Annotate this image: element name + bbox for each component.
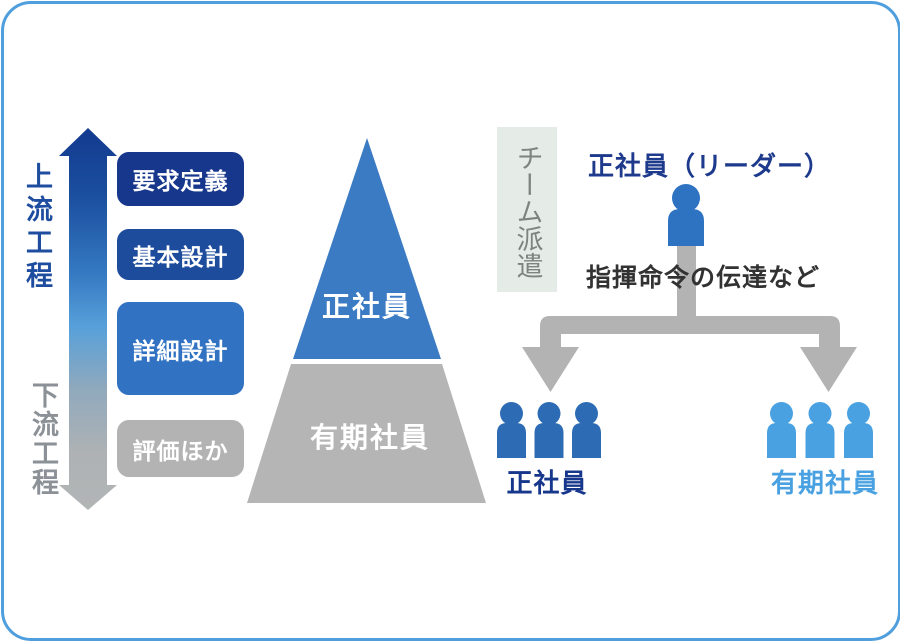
fixed-term-group-label: 有期社員 bbox=[770, 468, 879, 498]
stage-label: 基本設計 bbox=[132, 243, 229, 270]
stage-label: 詳細設計 bbox=[132, 337, 229, 364]
leader-person-icon bbox=[668, 184, 704, 246]
regular-employees-group-icon bbox=[497, 402, 601, 458]
pyramid-lower-section bbox=[247, 364, 486, 503]
staffing-pyramid bbox=[247, 138, 486, 503]
upstream-downstream-arrow bbox=[59, 128, 117, 510]
command-label: 指揮命令の伝達など bbox=[586, 264, 821, 292]
command-branch bbox=[522, 184, 857, 392]
downstream-label: 下流工程 bbox=[28, 381, 58, 497]
team-dispatch-banner: チーム派遣 bbox=[497, 127, 557, 292]
pyramid-upper-section bbox=[293, 138, 441, 359]
stage-requirements-box: 要求定義 bbox=[117, 152, 244, 206]
stage-label: 評価ほか bbox=[132, 437, 229, 464]
leader-heading: 正社員（リーダー） bbox=[588, 151, 832, 181]
upstream-label: 上流工程 bbox=[22, 162, 52, 294]
person-icon bbox=[767, 402, 796, 458]
person-icon bbox=[534, 402, 564, 458]
stage-evaluation-box: 評価ほか bbox=[117, 420, 244, 477]
pyramid-lower-label: 有期社員 bbox=[309, 422, 430, 453]
person-icon bbox=[497, 402, 526, 458]
stage-label: 要求定義 bbox=[132, 168, 229, 194]
regular-group-label: 正社員 bbox=[506, 468, 588, 498]
fixed-term-employees-group-icon bbox=[767, 402, 873, 458]
bidirectional-arrow-icon bbox=[59, 128, 117, 510]
pyramid-upper-label: 正社員 bbox=[321, 291, 412, 322]
team-dispatch-banner-label: チーム派遣 bbox=[512, 144, 543, 279]
person-icon bbox=[572, 402, 601, 458]
person-icon bbox=[805, 402, 835, 458]
person-icon bbox=[844, 402, 873, 458]
stage-detailed-design-box: 詳細設計 bbox=[117, 302, 244, 395]
branch-arrows-icon bbox=[522, 246, 857, 392]
stage-basic-design-box: 基本設計 bbox=[117, 229, 244, 280]
